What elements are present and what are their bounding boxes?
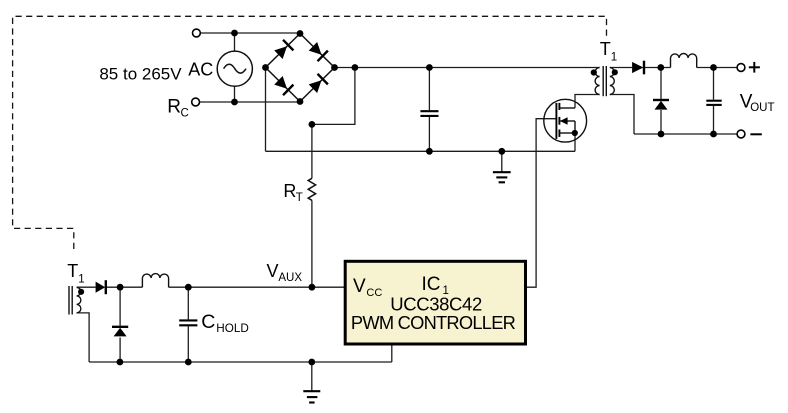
svg-text:T: T <box>67 261 78 281</box>
svg-text:IC: IC <box>422 274 441 295</box>
svg-text:PWM CONTROLLER: PWM CONTROLLER <box>351 312 516 333</box>
svg-text:C: C <box>181 107 189 119</box>
svg-text:V: V <box>267 261 279 281</box>
svg-text:V: V <box>740 91 753 112</box>
svg-text:UCC38C42: UCC38C42 <box>390 294 482 315</box>
svg-text:CC: CC <box>366 287 382 299</box>
svg-text:85 to 265V: 85 to 265V <box>99 64 182 83</box>
svg-text:AUX: AUX <box>278 272 302 284</box>
svg-text:C: C <box>201 311 215 333</box>
svg-text:AC: AC <box>188 59 213 79</box>
svg-text:1: 1 <box>611 51 617 63</box>
svg-text:V: V <box>353 276 366 297</box>
svg-text:1: 1 <box>443 285 449 297</box>
svg-text:HOLD: HOLD <box>216 322 248 335</box>
svg-text:T: T <box>296 192 303 204</box>
svg-text:R: R <box>283 181 296 201</box>
svg-text:T: T <box>600 39 611 59</box>
svg-text:OUT: OUT <box>750 102 774 114</box>
svg-text:R: R <box>167 97 181 118</box>
svg-text:1: 1 <box>78 273 84 285</box>
